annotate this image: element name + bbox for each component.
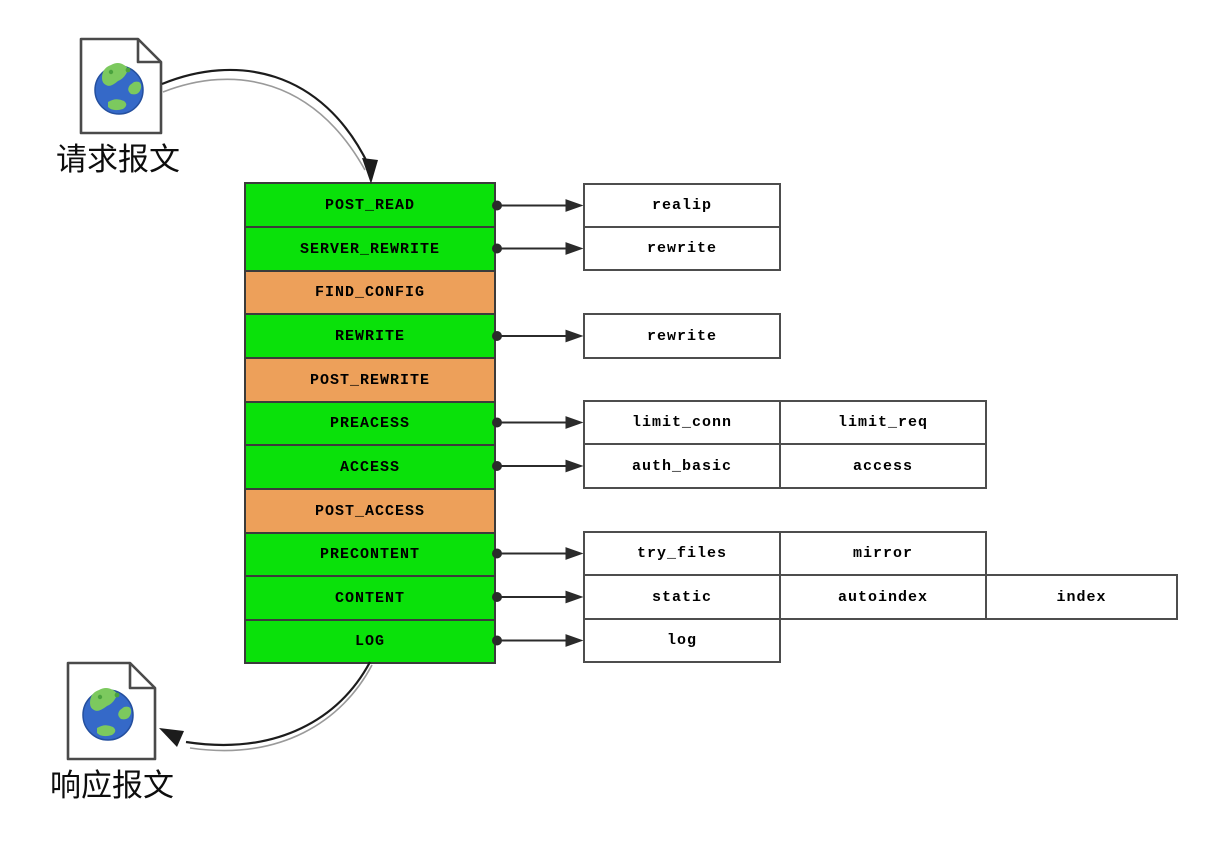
phase-find-config: FIND_CONFIG <box>244 270 496 315</box>
module-index: index <box>985 574 1178 620</box>
module-limit-conn: limit_conn <box>583 400 781 445</box>
phase-post-access: POST_ACCESS <box>244 488 496 534</box>
module-rewrite-1: rewrite <box>583 226 781 271</box>
connector-rewrite <box>492 329 584 343</box>
phase-preaccess: PREACESS <box>244 401 496 446</box>
connector-log <box>492 634 584 647</box>
connector-preaccess <box>492 416 584 429</box>
connector-precontent <box>492 547 584 560</box>
request-label: 请求报文 <box>56 142 180 177</box>
module-static: static <box>583 574 781 620</box>
request-document-icon <box>79 37 163 135</box>
phase-post-rewrite: POST_REWRITE <box>244 357 496 403</box>
arrowhead-icon <box>362 158 378 184</box>
module-access: access <box>779 443 987 489</box>
module-try-files: try_files <box>583 531 781 576</box>
module-realip: realip <box>583 183 781 228</box>
response-document-icon <box>66 661 157 761</box>
arrowhead-icon <box>565 416 584 429</box>
module-mirror: mirror <box>779 531 987 576</box>
module-autoindex: autoindex <box>779 574 987 620</box>
module-rewrite-2: rewrite <box>583 313 781 359</box>
phase-content: CONTENT <box>244 575 496 621</box>
phase-access: ACCESS <box>244 444 496 490</box>
arrowhead-icon <box>565 634 584 647</box>
connector-access <box>492 459 584 473</box>
phase-log: LOG <box>244 619 496 664</box>
response-arrow <box>159 661 373 752</box>
arrowhead-icon <box>565 590 584 604</box>
module-limit-req: limit_req <box>779 400 987 445</box>
phase-precontent: PRECONTENT <box>244 532 496 577</box>
phase-server-rewrite: SERVER_REWRITE <box>244 226 496 272</box>
arrowhead-icon <box>565 547 584 560</box>
phase-rewrite: REWRITE <box>244 313 496 359</box>
connector-post-read <box>492 199 584 212</box>
arrowhead-icon <box>565 199 584 212</box>
response-label: 响应报文 <box>50 768 174 803</box>
globe-icon <box>82 688 134 741</box>
connector-content <box>492 590 584 604</box>
connector-server-rewrite <box>492 242 584 255</box>
arrowhead-icon <box>565 329 584 343</box>
arrowhead-icon <box>159 728 184 747</box>
arrowhead-icon <box>565 242 584 255</box>
module-auth-basic: auth_basic <box>583 443 781 489</box>
arrowhead-icon <box>565 459 584 473</box>
phase-post-read: POST_READ <box>244 182 496 228</box>
globe-icon <box>94 63 144 115</box>
module-log: log <box>583 618 781 663</box>
request-arrow <box>161 68 378 184</box>
phase-module-connectors <box>492 199 584 647</box>
